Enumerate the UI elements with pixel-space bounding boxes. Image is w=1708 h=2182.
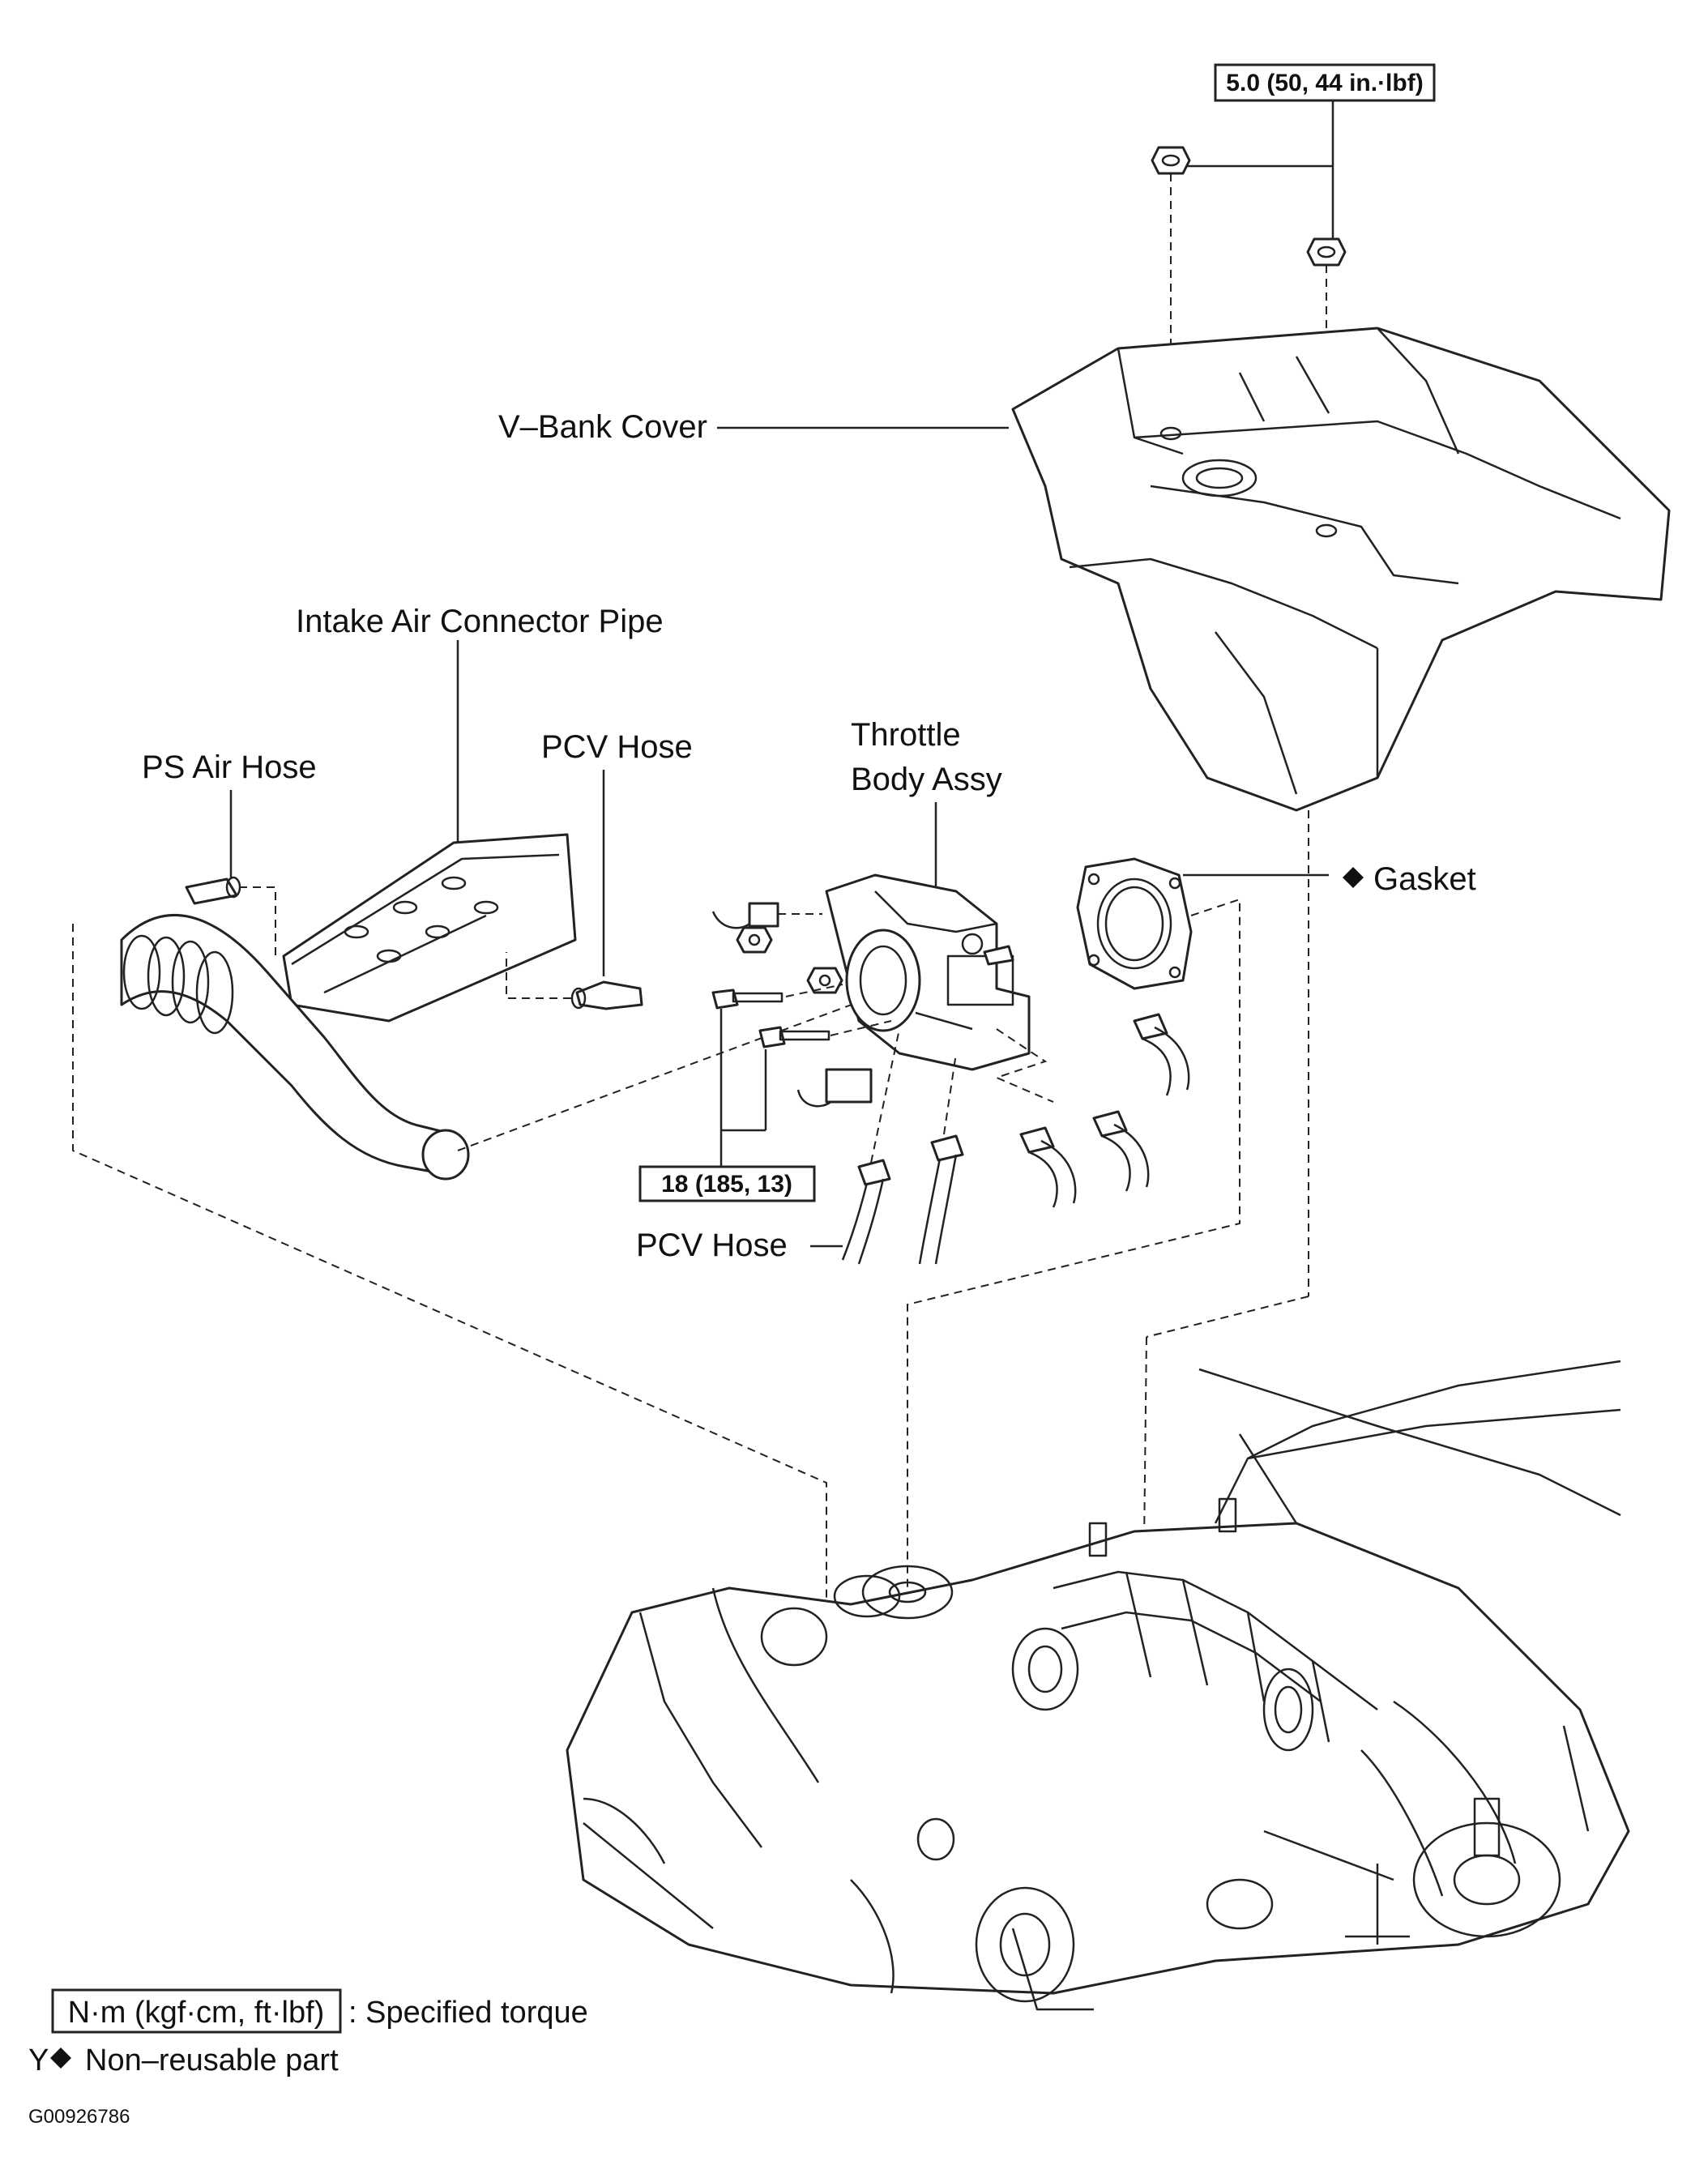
legend-nonreusable-desc: Non–reusable part xyxy=(85,2043,339,2077)
label-throttle-line1: Throttle xyxy=(851,717,961,753)
label-intake-air-connector-pipe: Intake Air Connector Pipe xyxy=(296,604,664,639)
label-pcv-hose-lower: PCV Hose xyxy=(636,1228,788,1263)
throttle-connector-upper xyxy=(711,902,779,929)
legend-torque-unit: N·m (kgf·cm, ft·lbf) xyxy=(68,1996,325,2030)
label-throttle-line2: Body Assy xyxy=(851,762,1002,797)
throttle-connector-lower xyxy=(796,1068,873,1108)
label-v-bank-cover: V–Bank Cover xyxy=(498,409,707,445)
hose-right-2 xyxy=(1092,1110,1150,1192)
legend: N·m (kgf·cm, ft·lbf) : Specified torque … xyxy=(28,1988,588,2077)
legend-marker-prefix: Y xyxy=(28,2043,49,2077)
throttle-nut-1 xyxy=(736,926,773,954)
figure-code: G00926786 xyxy=(28,2106,130,2128)
label-ps-air-hose: PS Air Hose xyxy=(142,749,317,785)
label-pcv-hose-upper: PCV Hose xyxy=(541,729,693,765)
pcv-hose-lower xyxy=(841,1134,964,1265)
hose-right-1 xyxy=(1133,1013,1190,1096)
legend-torque-desc: : Specified torque xyxy=(348,1996,588,2030)
gasket xyxy=(1076,857,1193,990)
ps-air-hose xyxy=(185,876,241,905)
cover-nut-right xyxy=(1306,237,1347,267)
throttle-nut-2 xyxy=(806,967,843,994)
engine-assembly xyxy=(566,1360,1630,2011)
torque-callout-throttle-bolts: 18 (185, 13) xyxy=(638,1009,816,1202)
intake-air-connector-pipe xyxy=(120,833,577,1181)
label-gasket: Gasket xyxy=(1373,861,1476,897)
nonreusable-diamond-icon xyxy=(1343,867,1364,888)
throttle-bolt-2 xyxy=(758,1026,831,1048)
pcv-hose-upper xyxy=(570,980,643,1010)
v-bank-cover xyxy=(1011,327,1671,812)
throttle-bolt-1 xyxy=(711,989,784,1010)
cover-nut-left xyxy=(1151,146,1191,175)
legend-nonreusable-diamond-icon xyxy=(50,2047,71,2069)
gasket-label-group: Gasket xyxy=(1343,861,1476,897)
torque-cover-nuts-text: 5.0 (50, 44 in.·lbf) xyxy=(1226,70,1423,96)
throttle-body-assy xyxy=(825,873,1031,1071)
torque-callout-cover-nuts: 5.0 (50, 44 in.·lbf) xyxy=(1179,63,1436,243)
hose-right-3 xyxy=(1019,1126,1077,1208)
torque-throttle-bolts-text: 18 (185, 13) xyxy=(661,1171,792,1198)
